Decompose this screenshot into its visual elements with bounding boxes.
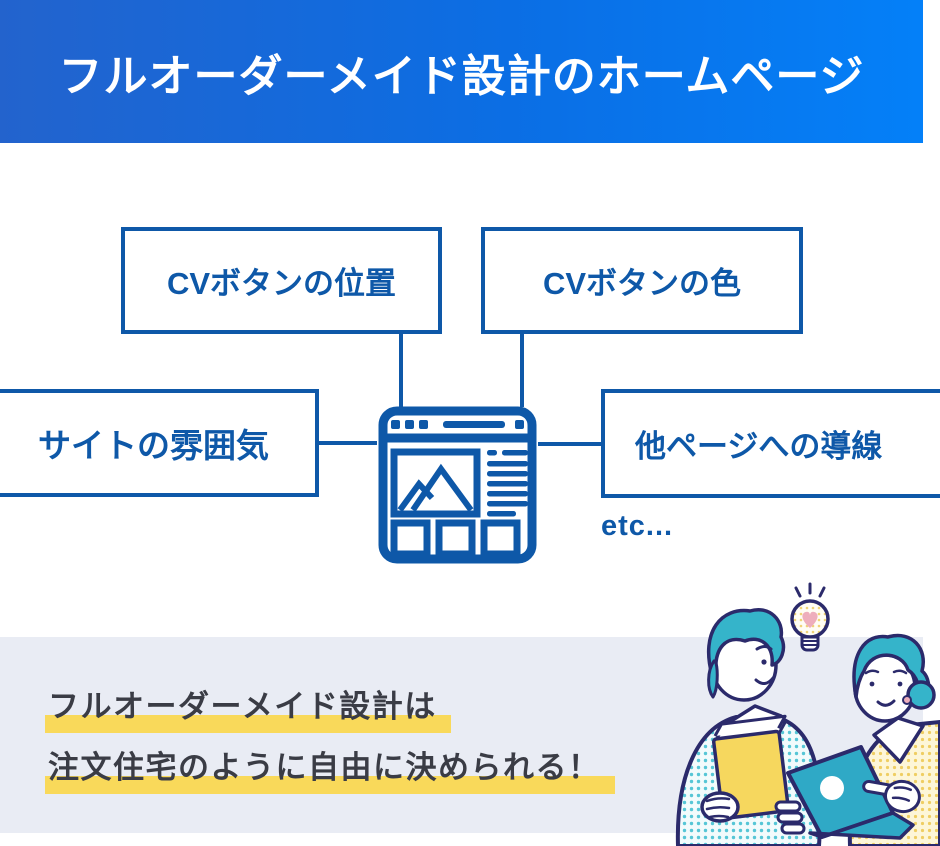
highlighted-text: フルオーダーメイド設計は (45, 681, 451, 733)
laptop-icon (786, 745, 915, 840)
feature-box-label: 他ページへの導線 (635, 429, 883, 464)
feature-box-label: CVボタンの位置 (166, 266, 397, 301)
browser-window-icon (378, 406, 537, 564)
highlighted-text: 注文住宅のように自由に決められる！ (45, 742, 614, 794)
feature-box-label: サイトの雰囲気 (38, 427, 269, 464)
summary-line-1: フルオーダーメイド設計は (45, 681, 451, 733)
summary-line-2: 注文住宅のように自由に決められる！ (45, 742, 614, 794)
connector-line-right (538, 442, 601, 446)
feature-box-cv-position: CVボタンの位置 (121, 227, 442, 334)
etc-label: etc... (601, 510, 674, 542)
page-title: フルオーダーメイド設計のホームページ (58, 51, 865, 101)
illustration-people (675, 582, 940, 846)
header-banner: フルオーダーメイド設計のホームページ (0, 0, 923, 143)
feature-box-cv-color: CVボタンの色 (481, 227, 803, 334)
woman-pointing-hand (862, 779, 921, 814)
man-grip-fingers (774, 800, 806, 835)
connector-line-top-right (520, 334, 524, 407)
man-hand (700, 791, 740, 823)
feature-box-other-pages: 他ページへの導線 (601, 389, 940, 498)
connector-line-top-left (399, 334, 403, 407)
connector-line-left (319, 441, 377, 445)
feature-box-label: CVボタンの色 (542, 266, 742, 301)
lightbulb-icon (790, 582, 830, 652)
feature-box-site-mood: サイトの雰囲気 (0, 389, 319, 497)
